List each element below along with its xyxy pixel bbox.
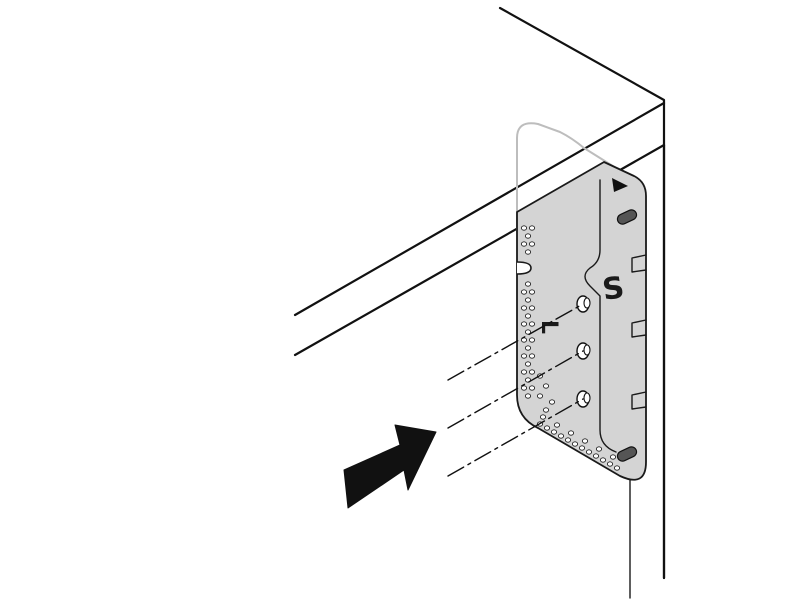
jig-left-notch — [516, 261, 532, 275]
alignment-lines — [447, 303, 584, 477]
jig-hole — [609, 454, 617, 460]
jig-hole — [528, 385, 536, 391]
jig-hole — [613, 465, 621, 471]
push-arrow-icon — [343, 424, 437, 509]
alignment-line-middle — [447, 350, 584, 429]
jig-hole — [595, 446, 603, 452]
jig-hole — [581, 438, 589, 444]
jig-hole — [528, 369, 536, 375]
jig-hole — [520, 353, 528, 359]
jig-hole — [539, 414, 547, 420]
jig-hole — [528, 353, 536, 359]
jig-hole — [524, 329, 532, 335]
jig-letter-primary: S — [600, 270, 626, 308]
jig-hole — [557, 433, 565, 439]
jig-hole — [524, 393, 532, 399]
jig-hole — [528, 321, 536, 327]
jig-hole — [524, 233, 532, 239]
jig-hole — [520, 225, 528, 231]
jig-letter-secondary: L — [536, 320, 561, 334]
dowel-peg-icon — [616, 209, 638, 462]
jig-hole — [528, 305, 536, 311]
jig-hole — [520, 321, 528, 327]
jig-hole — [528, 337, 536, 343]
jig-hole — [524, 249, 532, 255]
jig-hole — [520, 241, 528, 247]
jig-hole — [564, 437, 572, 443]
jig-notches — [631, 254, 647, 410]
jig-hole — [520, 369, 528, 375]
jig-hole — [524, 345, 532, 351]
jig-hole — [542, 383, 550, 389]
jig-hole — [599, 457, 607, 463]
jig-hole — [542, 407, 550, 413]
jig-hole — [528, 225, 536, 231]
jig-hole — [567, 430, 575, 436]
cabinet-outline — [293, 6, 666, 599]
alignment-line-top — [447, 303, 584, 381]
jig-hole — [606, 461, 614, 467]
drilling-jig: S L — [516, 161, 647, 481]
jig-channel — [584, 179, 617, 453]
jig-hole — [571, 441, 579, 447]
jig-hole — [550, 429, 558, 435]
jig-hole — [520, 385, 528, 391]
jig-hole — [553, 422, 561, 428]
jig-ghost-outline — [516, 122, 633, 233]
jig-hole — [520, 289, 528, 295]
jig-hole — [524, 313, 532, 319]
jig-hole — [543, 425, 551, 431]
jig-hole — [585, 449, 593, 455]
jig-hole — [578, 445, 586, 451]
jig-hole — [592, 453, 600, 459]
top-front-edge — [293, 101, 666, 317]
jig-plate — [516, 161, 647, 481]
jig-hole — [548, 399, 556, 405]
jig-hole — [520, 305, 528, 311]
jig-hole — [528, 241, 536, 247]
jig-hole — [524, 361, 532, 367]
jig-hole-pattern — [520, 225, 621, 471]
alignment-line-bottom — [447, 398, 584, 477]
corner-marker — [612, 178, 628, 192]
jig-hole — [524, 281, 532, 287]
jig-hole — [536, 393, 544, 399]
jig-hole — [524, 297, 532, 303]
jig-hole — [528, 289, 536, 295]
